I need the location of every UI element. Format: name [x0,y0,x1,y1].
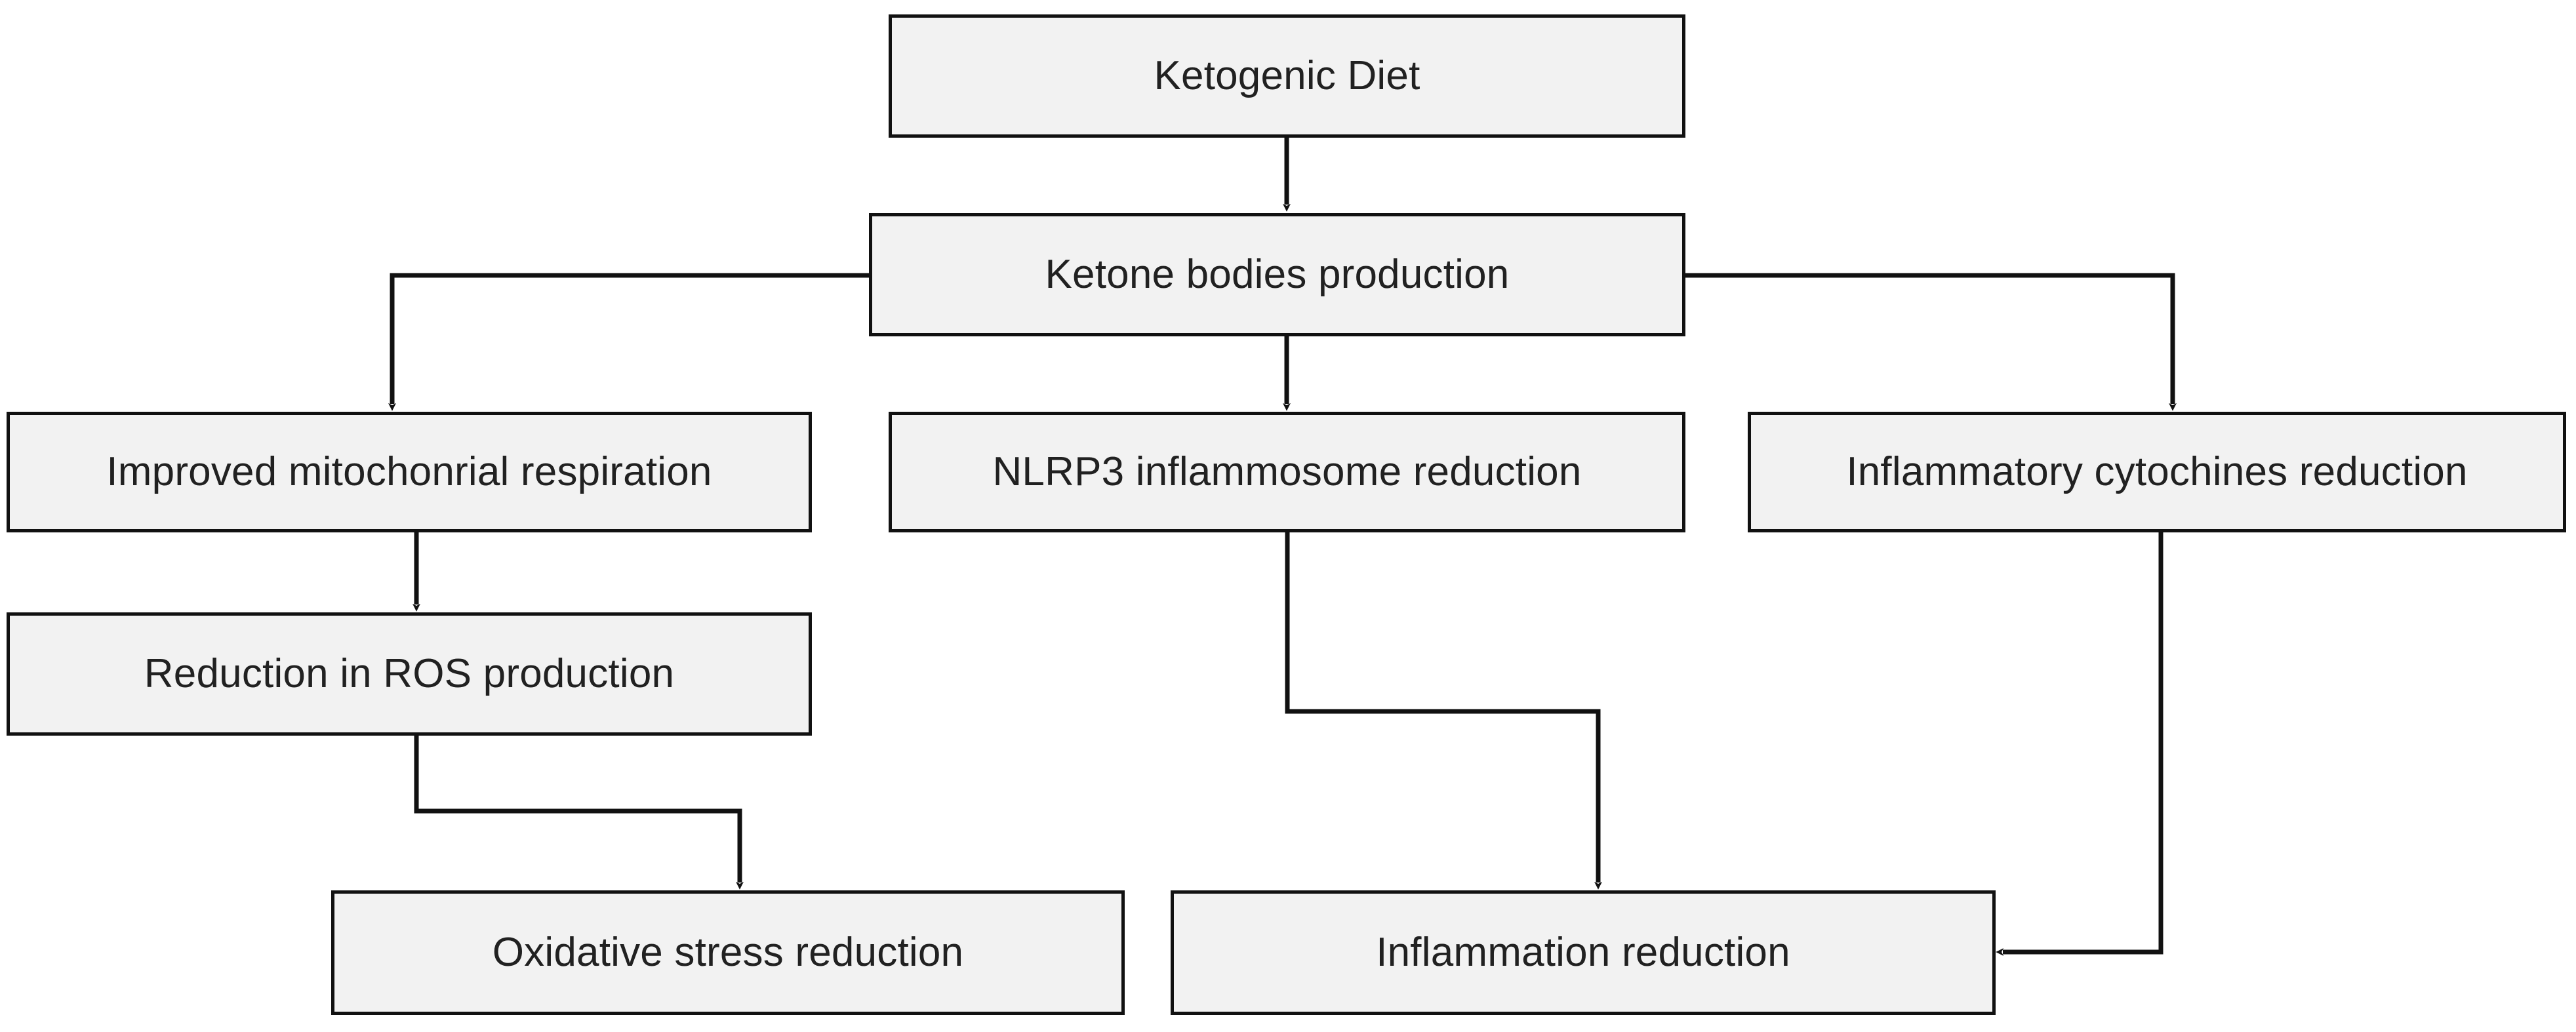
node-nlrp3-inflammosome-reduction[interactable]: NLRP3 inflammosome reduction [889,412,1685,532]
edge-ketone-bodies-to-cytochines-reduction [1685,273,2177,411]
node-inflammation-reduction[interactable]: Inflammation reduction [1171,890,1996,1015]
node-nlrp3-inflammosome-reduction-label: NLRP3 inflammosome reduction [992,449,1582,495]
node-inflammatory-cytochines-reduction-label: Inflammatory cytochines reduction [1846,449,2468,495]
node-inflammation-reduction-label: Inflammation reduction [1376,930,1790,976]
node-reduction-in-ros-production-label: Reduction in ROS production [144,651,675,697]
node-ketogenic-diet[interactable]: Ketogenic Diet [889,14,1685,138]
node-ketone-bodies-production[interactable]: Ketone bodies production [869,213,1685,336]
node-oxidative-stress-reduction[interactable]: Oxidative stress reduction [331,890,1125,1015]
node-ketone-bodies-production-label: Ketone bodies production [1045,252,1510,298]
node-improved-mitochondrial-respiration[interactable]: Improved mitochonrial respiration [7,412,812,532]
edge-cytochines-reduction-to-inflammation-reduction [1996,532,2163,956]
edge-nlrp3-reduction-to-inflammation-reduction [1285,532,1602,890]
node-improved-mitochondrial-respiration-label: Improved mitochonrial respiration [106,449,712,495]
edge-ketone-bodies-to-mitochondrial-respiration [388,273,869,411]
node-ketogenic-diet-label: Ketogenic Diet [1154,53,1420,99]
node-oxidative-stress-reduction-label: Oxidative stress reduction [492,930,964,976]
edge-ros-reduction-to-oxidative-stress [414,736,744,890]
node-reduction-in-ros-production[interactable]: Reduction in ROS production [7,612,812,736]
node-inflammatory-cytochines-reduction[interactable]: Inflammatory cytochines reduction [1748,412,2566,532]
